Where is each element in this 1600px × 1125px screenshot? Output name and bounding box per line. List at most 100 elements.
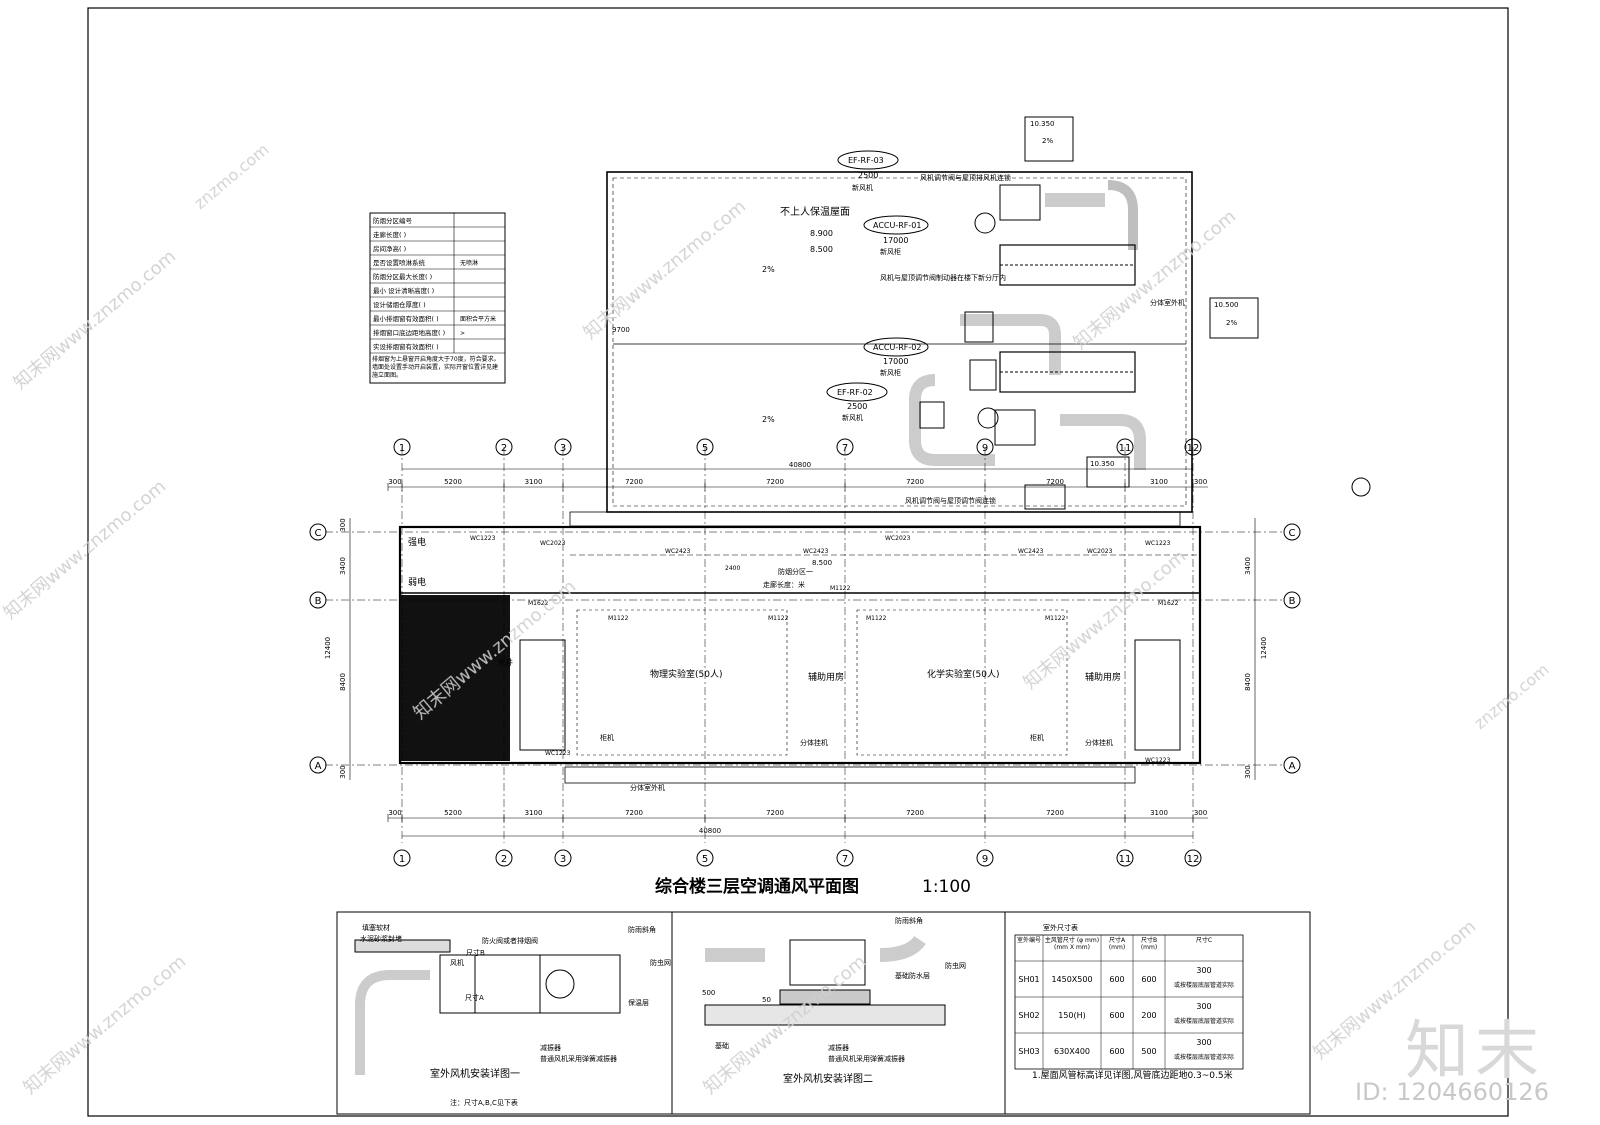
equip-cabinet-2: 柜机 bbox=[1030, 733, 1044, 742]
smoke-table-key: 最小 设计清晰高度( ) bbox=[373, 286, 434, 295]
equip-wall-unit-1: 分体挂机 bbox=[800, 738, 828, 747]
wm-0: 知末网www.znzmo.com bbox=[10, 246, 180, 394]
size-table-cell: 630X400 bbox=[1054, 1047, 1090, 1056]
floor-plan: 强电 弱电 水井 物理实验室(50人) 辅助用房 化学实验室(50人) 辅助用房… bbox=[398, 511, 1202, 792]
axis-label-col: 2 bbox=[501, 854, 507, 865]
unit-desc-0: 新风机 bbox=[852, 183, 873, 192]
axis-label-col: 7 bbox=[842, 854, 848, 865]
smoke-table-key: 走廊长度( ) bbox=[373, 230, 406, 239]
top-dim-value: 300 bbox=[388, 478, 401, 486]
roof-label: 不上人保温屋面 bbox=[780, 205, 850, 218]
size-table-note: 或按楼层底层管道实际 bbox=[1174, 1017, 1234, 1025]
duct-run-3 bbox=[909, 374, 995, 466]
bottom-dim-value: 300 bbox=[388, 809, 401, 817]
wm-2: 知末网www.znzmo.com bbox=[1070, 206, 1240, 354]
smoke-table-frame bbox=[369, 212, 506, 384]
bottom-dim-value: 7200 bbox=[1046, 809, 1064, 817]
smoke-table-key: 防烟分区编号 bbox=[373, 216, 413, 225]
size-table-header: 尺寸A (mm) bbox=[1109, 937, 1125, 951]
size-table-cell: 600 bbox=[1109, 975, 1124, 984]
wm-6: 知末网www.znzmo.com bbox=[20, 951, 190, 1099]
roof-inner-line bbox=[612, 177, 1187, 507]
top-dim-value: 5200 bbox=[444, 478, 462, 486]
unit-value-0: 2500 bbox=[858, 171, 878, 180]
detail1-slab bbox=[354, 939, 451, 953]
unit-code-1: ACCU-RF-01 bbox=[873, 221, 921, 230]
unit-desc-1: 新风柜 bbox=[880, 247, 901, 256]
smoke-table-key: 防烟分区最大长度( ) bbox=[373, 272, 432, 281]
size-table-note: 或按楼层底层管道实际 bbox=[1174, 981, 1234, 989]
roof-note-2: 风机调节阀与屋顶调节阀连锁 bbox=[905, 496, 996, 505]
axis-bubble-col bbox=[1184, 849, 1202, 867]
size-table-cell: SH01 bbox=[1018, 975, 1039, 984]
window-tag-3: WC2423 bbox=[803, 548, 829, 555]
drawing-scale: 1:100 bbox=[922, 877, 971, 897]
top-unit-strip bbox=[569, 511, 1181, 527]
box-slope-0: 2% bbox=[1042, 137, 1053, 145]
detail-label: 防虫网 bbox=[650, 958, 671, 967]
detail-label: 风机 bbox=[450, 958, 464, 967]
room-aux-2: 辅助用房 bbox=[1085, 671, 1121, 683]
detail-label: 防虫网 bbox=[945, 961, 966, 970]
unit-tag-ef-rf-03 bbox=[837, 150, 899, 170]
axis-bubble-row bbox=[1283, 756, 1301, 774]
outdoor-unit-strip bbox=[564, 766, 1136, 784]
size-table-cell: 300 bbox=[1196, 1038, 1211, 1047]
top-dim-value: 3100 bbox=[1150, 478, 1168, 486]
detail-label: 普通风机采用弹簧减振器 bbox=[540, 1054, 617, 1063]
axis-label-row: B bbox=[315, 596, 322, 607]
door-tag-3: M1122 bbox=[866, 615, 887, 622]
size-table-footnote: 1.屋面风管标高详见详图,风管底边距地0.3~0.5米 bbox=[1032, 1069, 1233, 1081]
left-dim-value: 300 bbox=[339, 518, 347, 531]
size-table-cell: 600 bbox=[1141, 975, 1156, 984]
axis-label-col: 5 bbox=[702, 443, 708, 454]
axis-bubble-col bbox=[696, 849, 714, 867]
top-dim-value: 3100 bbox=[525, 478, 543, 486]
size-table-header: 室外编号 bbox=[1017, 937, 1041, 944]
detail1-title: 室外风机安装详图一 bbox=[430, 1067, 520, 1080]
axis-bubble-row bbox=[1283, 591, 1301, 609]
size-table-cell: 150(H) bbox=[1058, 1011, 1086, 1020]
axis-label-col: 2 bbox=[501, 443, 507, 454]
smoke-table-key: 排烟窗口底边距地高度( ) bbox=[373, 328, 445, 337]
detail-label: 防火阀或者排烟阀 bbox=[482, 936, 538, 945]
fan-box-1 bbox=[999, 184, 1041, 221]
detail-label: 保温层 bbox=[628, 998, 649, 1007]
axis-bubble-col bbox=[554, 849, 572, 867]
detail-bubble bbox=[1351, 477, 1371, 497]
axis-bubble-col bbox=[495, 438, 513, 456]
axis-label-row: C bbox=[315, 528, 322, 539]
door-tag-0: M1122 bbox=[608, 615, 629, 622]
unit-desc-3: 新风机 bbox=[842, 413, 863, 422]
right-dim-value: 8400 bbox=[1244, 673, 1252, 691]
smoke-table-value: > bbox=[460, 330, 465, 337]
size-table-note: 或按楼层底层管道实际 bbox=[1174, 1053, 1234, 1061]
sheet-border bbox=[87, 7, 1509, 1117]
left-dim-value: 3400 bbox=[339, 557, 347, 575]
axis-bubble-col bbox=[393, 849, 411, 867]
unit-value-3: 2500 bbox=[847, 402, 867, 411]
size-table-frame bbox=[1014, 934, 1244, 1070]
corridor-level: 8.500 bbox=[812, 559, 832, 567]
axis-label-col: 1 bbox=[399, 854, 405, 865]
axis-bubble-col bbox=[1184, 438, 1202, 456]
door-tag-6: M1622 bbox=[1158, 600, 1179, 607]
corridor-length: 走廊长度：米 bbox=[763, 580, 805, 589]
axis-label-col: 5 bbox=[702, 854, 708, 865]
room-weak-elec: 弱电 bbox=[408, 576, 426, 588]
smoke-table-key: 设计储烟仓厚度( ) bbox=[373, 300, 426, 309]
box-level-1: 10.500 bbox=[1214, 301, 1239, 309]
axis-bubble-col bbox=[393, 438, 411, 456]
bottom-total-value: 40800 bbox=[699, 827, 721, 835]
unit-tag-accu-rf-02 bbox=[863, 337, 929, 357]
bottom-dim-value: 7200 bbox=[766, 809, 784, 817]
wm-9: znzmo.com bbox=[190, 140, 272, 213]
size-table-header: 尺寸C bbox=[1196, 937, 1212, 944]
smoke-table: 防烟分区编号走廊长度( )房间净高( )是否设置喷淋系统无喷淋防烟分区最大长度(… bbox=[369, 212, 506, 384]
detail-panels: 填塞软材水泥砂浆封堵风机防火阀或者排烟阀防雨斜角防虫网保温层减振器普通风机采用弹… bbox=[336, 911, 1311, 1115]
room-chem-lab: 化学实验室(50人) bbox=[927, 668, 999, 680]
lab-room-1 bbox=[576, 609, 788, 756]
axis-label-row: A bbox=[1289, 761, 1296, 772]
level-box-2 bbox=[1209, 297, 1259, 339]
